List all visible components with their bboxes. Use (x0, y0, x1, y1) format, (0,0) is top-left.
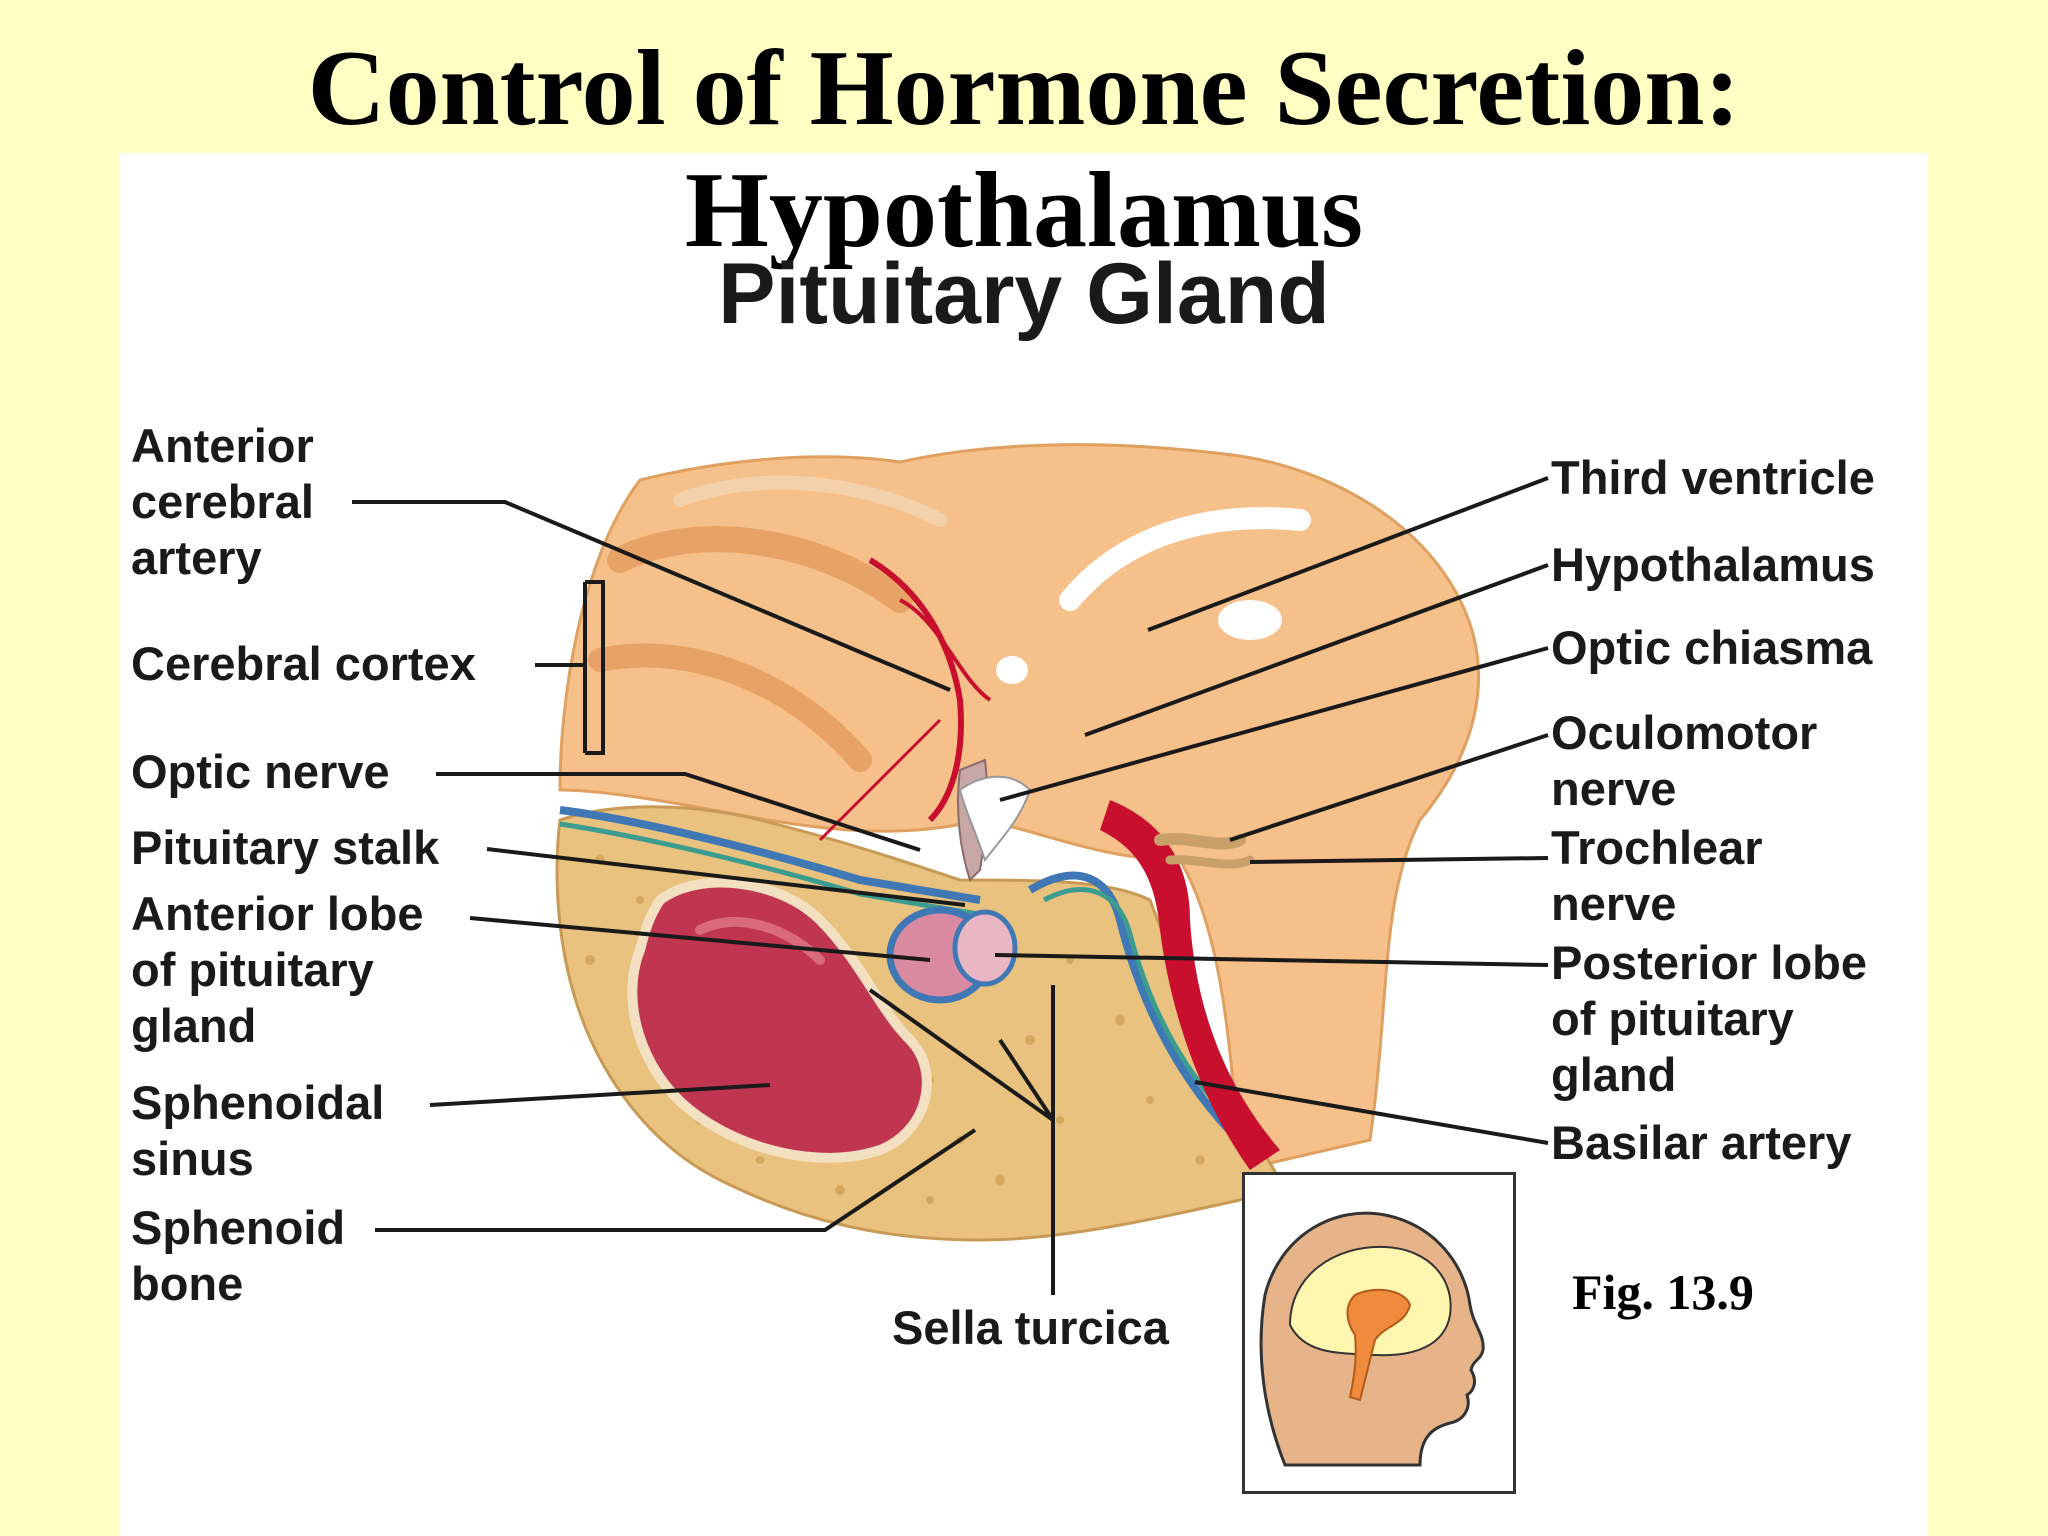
leader-anterior-cerebral-artery (352, 500, 951, 692)
head-inset (1242, 1172, 1516, 1494)
cortex-fold-1 (607, 526, 913, 613)
meninges-line-front (559, 806, 981, 904)
figure-number: Fig. 13.9 (1572, 1264, 1754, 1320)
anterior-cerebral-artery-shape (868, 557, 964, 823)
third-ventricle-outline (1059, 507, 1311, 611)
leader-cerebral-cortex (535, 580, 605, 755)
label-trochlear-nerve: Trochlear nerve (1551, 821, 1763, 930)
leader-lines (352, 476, 1549, 1295)
leader-sphenoid-bone (375, 1128, 977, 1232)
leader-hypothalamus (1084, 563, 1549, 737)
posterior-lobe-shape (952, 909, 1018, 987)
slide-title-line-2: Hypothalamus (684, 151, 1364, 270)
head-inset-drawing (1259, 1211, 1485, 1467)
cortex-fold-2 (588, 643, 872, 772)
artery-branch-2 (818, 718, 942, 842)
label-third-ventricle: Third ventricle (1551, 451, 1875, 504)
leader-sella-turcica (868, 985, 1055, 1295)
slide-title-line-1: Control of Hormone Secretion: (307, 29, 1741, 148)
leader-basilar-artery (1194, 1080, 1549, 1145)
label-optic-nerve: Optic nerve (131, 745, 390, 798)
leader-sphenoidal-sinus (429, 1083, 771, 1107)
meninges-line-back (1027, 871, 1263, 1164)
leader-optic-nerve (436, 772, 921, 852)
third-ventricle-shape (1218, 600, 1282, 640)
figure-panel (120, 153, 1928, 1536)
trochlear-nerve-shape (1165, 855, 1255, 869)
label-pituitary-stalk: Pituitary stalk (131, 821, 440, 874)
oculomotor-nerve-shape (1154, 833, 1246, 850)
artery-branch-1 (899, 598, 992, 702)
slide-title: Control of Hormone Secretion: Hypothalam… (0, 28, 2048, 272)
leader-posterior-lobe (994, 953, 1549, 967)
label-basilar-artery: Basilar artery (1551, 1116, 1852, 1169)
cortex-fold-3 (673, 475, 947, 527)
figure-title: Pituitary Gland (718, 246, 1330, 342)
label-sphenoidal-sinus: Sphenoidal sinus (131, 1076, 385, 1185)
label-oculomotor-nerve: Oculomotor nerve (1551, 706, 1818, 815)
leader-optic-chiasma (999, 646, 1549, 802)
leader-pituitary-stalk (486, 847, 966, 907)
label-anterior-cerebral-artery: Anterior cerebral artery (131, 419, 314, 584)
label-optic-chiasma: Optic chiasma (1551, 621, 1873, 674)
label-hypothalamus: Hypothalamus (1551, 538, 1875, 591)
label-sphenoid-bone: Sphenoid bone (131, 1201, 346, 1310)
label-posterior-lobe: Posterior lobe of pituitary gland (1551, 936, 1868, 1101)
label-cerebral-cortex: Cerebral cortex (131, 637, 476, 690)
leader-third-ventricle (1147, 476, 1549, 632)
label-anterior-lobe: Anterior lobe of pituitary gland (131, 887, 424, 1052)
leader-oculomotor-nerve (1229, 733, 1549, 842)
leader-anterior-lobe (469, 916, 931, 962)
label-sella-turcica: Sella turcica (892, 1301, 1169, 1354)
leader-trochlear-nerve (1249, 856, 1549, 864)
basilar-artery-shape (1100, 800, 1280, 1170)
inset-brainstem (1346, 1288, 1412, 1402)
optic-nerve-knob (996, 656, 1028, 684)
